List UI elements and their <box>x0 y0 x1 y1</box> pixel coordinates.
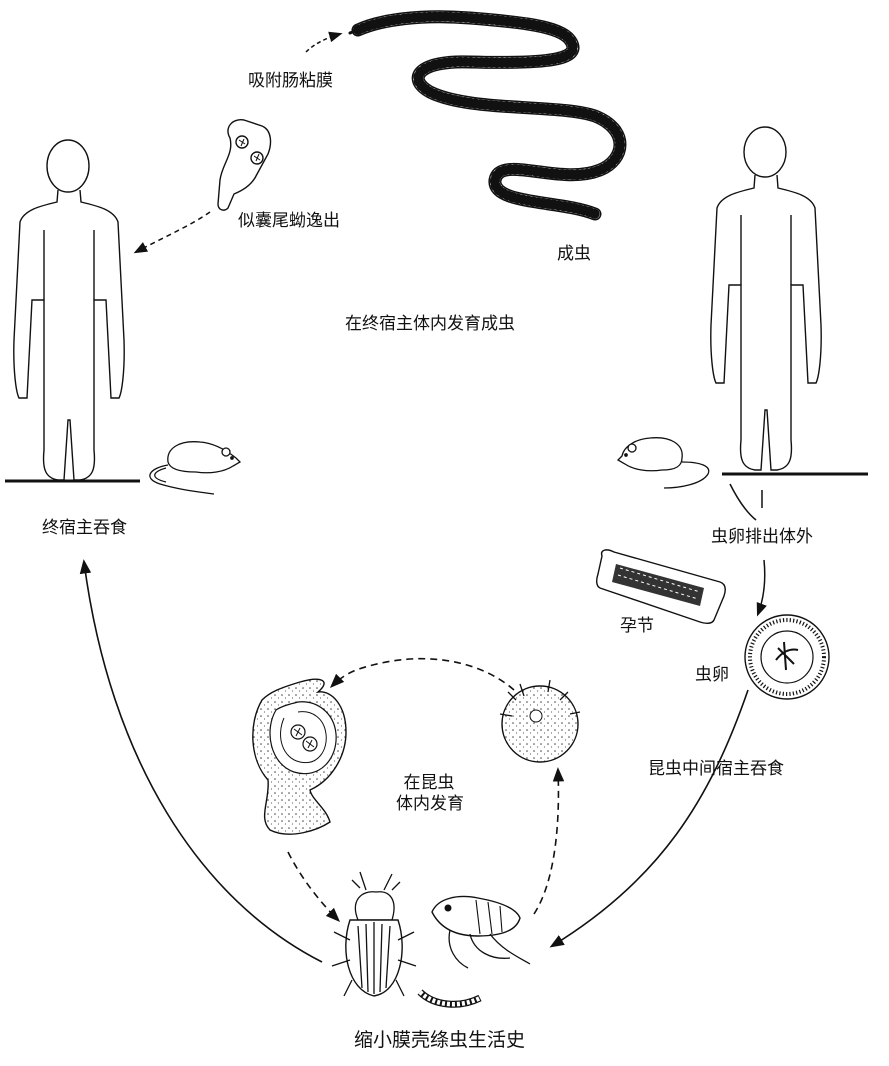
egg-icon <box>744 614 830 700</box>
diagram-title: 缩小膜壳绦虫生活史 <box>354 1029 526 1051</box>
beetle-icon <box>331 871 417 997</box>
adult-label: 成虫 <box>557 244 591 264</box>
eggs-out-stroke-1 <box>729 483 757 521</box>
rat-icon <box>616 437 710 489</box>
insect-swallow-arrow <box>549 689 749 948</box>
egg-label: 虫卵 <box>695 665 729 685</box>
gravid-segment-label: 孕节 <box>620 616 654 636</box>
flea-icon <box>431 895 531 969</box>
scolex-icon <box>217 119 272 211</box>
cysticercoid-icon <box>252 678 347 835</box>
insect-swallow-label: 昆虫中间宿主吞食 <box>648 759 784 779</box>
proglottid-icon <box>595 549 726 625</box>
tapeworm-icon <box>348 10 627 221</box>
eggs-out-label: 虫卵排出体外 <box>711 527 813 547</box>
attach-arrow <box>305 31 343 53</box>
human-figure-icon <box>13 139 125 481</box>
larva-icon <box>417 989 482 1008</box>
cysticercoid-to-beetle-arrow <box>287 851 341 923</box>
in-insect-label-1: 在昆虫 <box>403 773 455 793</box>
attach-label: 吸附肠粘膜 <box>248 71 333 91</box>
flea-to-oncosphere-arrow <box>533 767 565 915</box>
eggs-out-arrow <box>756 559 767 617</box>
develop-arrow <box>329 657 515 691</box>
human-figure-icon <box>710 126 822 471</box>
develop-in-host-label: 在终宿主体内发育成虫 <box>345 314 515 334</box>
escape-label: 似囊尾蚴逸出 <box>238 211 340 231</box>
swallow-final-arrow <box>79 559 323 963</box>
rat-icon <box>149 441 242 495</box>
in-insect-label-2: 体内发育 <box>396 794 464 814</box>
swallow-final-label: 终宿主吞食 <box>42 518 127 538</box>
oncosphere-icon <box>499 679 581 763</box>
escape-arrow <box>133 211 211 254</box>
